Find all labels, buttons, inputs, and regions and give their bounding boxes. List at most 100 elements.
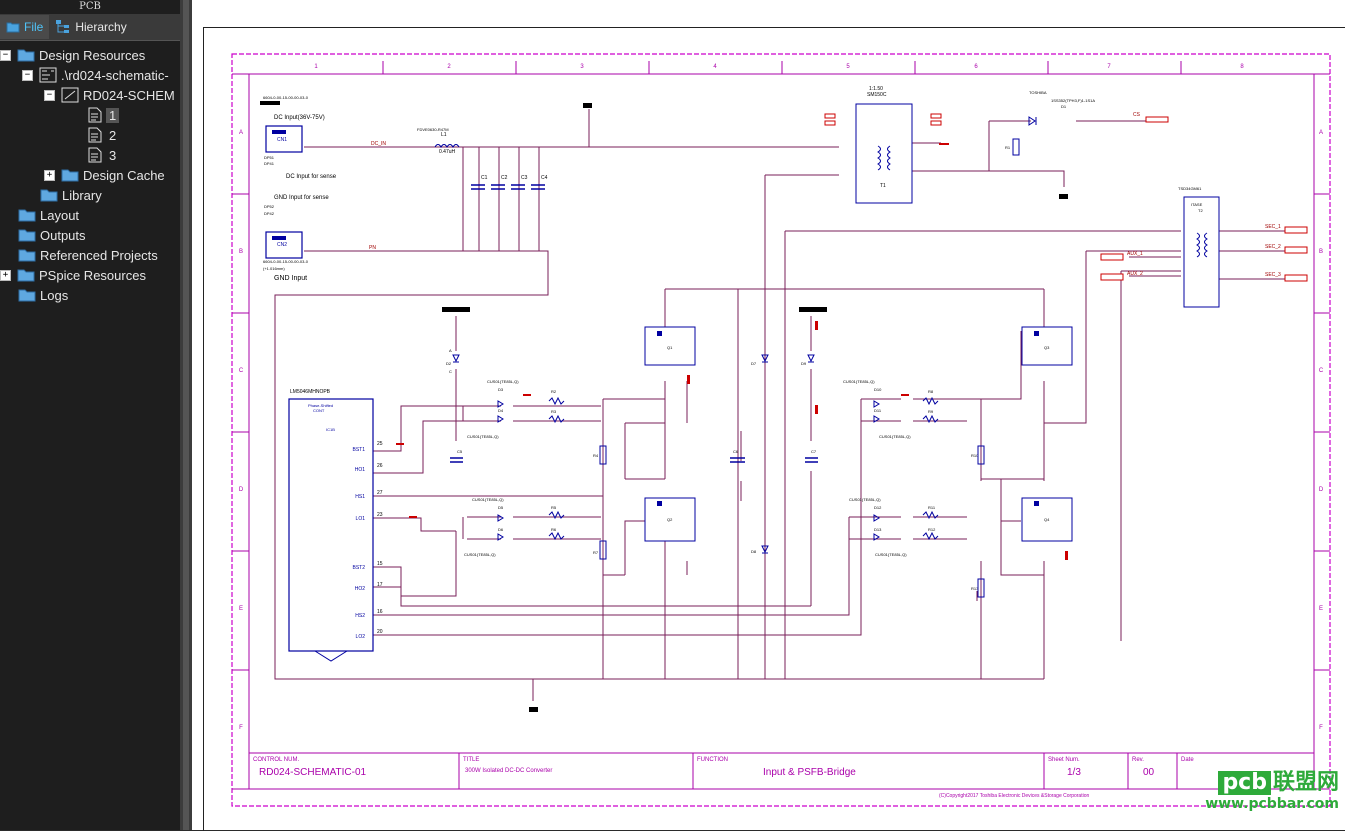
folder-icon <box>18 229 36 242</box>
ic-lm5046: LM5046MHNOPB Phase-Shifted CONT IC1B <box>288 389 374 662</box>
c7-label: C7 <box>811 449 817 454</box>
collapse-icon[interactable]: − <box>22 69 33 81</box>
r6-label: R6 <box>551 527 557 532</box>
sheet-num-value: 1/3 <box>1067 767 1081 778</box>
power-flag-top <box>583 103 592 108</box>
copyright: (C)Copyright2017 Toshiba Electronic Devi… <box>939 793 1089 799</box>
cus-label: CUS01(TE85L,Q) <box>467 434 499 439</box>
sheet-border-inner <box>248 73 1315 790</box>
t1-ratio: 1:1.50 <box>869 86 883 92</box>
gate-diodes <box>497 400 880 541</box>
red-pin-marks <box>396 143 1068 560</box>
expand-icon[interactable]: + <box>0 269 11 281</box>
r12-label: R12 <box>928 527 936 532</box>
c2-label: C2 <box>501 175 508 181</box>
aux2-net: AUX_2 <box>1127 271 1143 277</box>
wires <box>274 109 1301 701</box>
sec3-net: SEC_3 <box>1265 272 1281 278</box>
folder-icon <box>17 269 35 282</box>
row-label: B <box>239 249 243 255</box>
row-label: E <box>1319 606 1323 612</box>
tree-item-label: Outputs <box>40 227 86 243</box>
tree-item-schematic-file[interactable]: − .\rd024-schematic- <box>22 65 169 85</box>
collapse-icon[interactable]: − <box>0 49 11 61</box>
watermark-logo: pcb <box>1218 771 1271 795</box>
tree-item-pspice-resources[interactable]: + PSpice Resources <box>0 265 146 285</box>
dp1b-label: DP41 <box>264 161 275 166</box>
l1-value: 0.47uH <box>439 149 456 155</box>
d5-label: D5 <box>498 505 504 510</box>
mosfets <box>644 326 1073 542</box>
tree-item-label: Library <box>62 187 102 203</box>
page-icon <box>88 147 102 163</box>
c5-label: C5 <box>457 449 463 454</box>
d1-label: D1 <box>1061 104 1067 109</box>
folder-icon <box>6 22 20 33</box>
pulldown-resistors <box>599 445 985 598</box>
panel-scrollbar[interactable] <box>183 0 189 830</box>
r1-label: R1 <box>1005 145 1011 150</box>
collapse-icon[interactable]: − <box>44 89 55 101</box>
ic-pinnum: 25 <box>377 441 383 447</box>
t2-label: T2 <box>1198 208 1203 213</box>
control-num: RD024-SCHEMATIC-01 <box>259 767 366 778</box>
tab-hierarchy[interactable]: Hierarchy <box>49 15 132 39</box>
tab-file[interactable]: File <box>0 15 50 39</box>
c1-label: C1 <box>481 175 488 181</box>
ic-pin-ho1: HO1 <box>355 467 366 473</box>
hierarchy-icon <box>56 20 70 33</box>
row-label: A <box>239 130 243 136</box>
tree-item-layout[interactable]: Layout <box>18 205 79 225</box>
aux1-net: AUX_1 <box>1127 251 1143 257</box>
row-label: B <box>1319 249 1323 255</box>
q3-label: Q3 <box>1044 345 1050 350</box>
r13-label: R13 <box>971 586 979 591</box>
panel-splitter[interactable] <box>180 0 192 830</box>
tree-item-schematic-folder[interactable]: − RD024-SCHEM <box>44 85 175 105</box>
tab-hierarchy-label: Hierarchy <box>75 20 127 34</box>
diode-d1 <box>1028 116 1037 126</box>
r3-label: R3 <box>551 409 557 414</box>
d7-label: D7 <box>751 361 757 366</box>
tree-item-page-2[interactable]: 2 <box>88 125 119 145</box>
row-label: C <box>1319 368 1324 374</box>
power-flag-left <box>442 307 470 312</box>
r11-label: R11 <box>928 505 936 510</box>
title-block <box>249 752 1314 789</box>
cs-port <box>1145 116 1169 123</box>
folder-icon <box>17 49 35 62</box>
cus-label: CUS01(TE85L,Q) <box>464 552 496 557</box>
cn2-label: CN2 <box>277 242 287 248</box>
ic-pin-lo1: LO1 <box>356 516 366 522</box>
input-capacitors <box>471 184 545 190</box>
tree-item-design-resources[interactable]: − Design Resources <box>0 45 145 65</box>
tree-item-library[interactable]: Library <box>40 185 102 205</box>
tree-item-page-3[interactable]: 3 <box>88 145 119 165</box>
tree-item-page-1[interactable]: 1 <box>88 105 120 125</box>
gnd-flag-bottom <box>529 707 538 712</box>
expand-icon[interactable]: + <box>44 169 55 181</box>
gnd-sense-label: GND Input for sense <box>274 195 329 201</box>
row-label: D <box>1319 487 1324 493</box>
t1-pin-pads <box>824 113 942 126</box>
schematic-canvas[interactable]: 1 2 3 4 5 6 7 8 A B C D E F A B C D E F <box>192 0 1345 831</box>
tree-item-design-cache[interactable]: + Design Cache <box>44 165 165 185</box>
row-label: D <box>239 487 244 493</box>
cus-label: CUS01(TE85L,Q) <box>879 434 911 439</box>
rev-value: 00 <box>1143 767 1155 778</box>
project-manager-panel: PCB File Hierarchy − Design Resources − … <box>0 0 180 830</box>
q1-label: Q1 <box>667 345 673 350</box>
cn-part-label: 6604-0-00-15-00-00-03-0 <box>263 259 309 264</box>
c6-label: C6 <box>733 449 739 454</box>
tree-item-referenced-projects[interactable]: Referenced Projects <box>18 245 158 265</box>
t2-top: ITASE <box>1191 202 1203 207</box>
function-label: FUNCTION <box>697 757 728 763</box>
col-label: 2 <box>447 64 451 70</box>
col-label: 5 <box>846 64 850 70</box>
ic-pinnum: 27 <box>377 490 383 496</box>
column-ticks <box>382 61 1182 74</box>
tree-item-logs[interactable]: Logs <box>18 285 68 305</box>
dc-sense-label: DC Input for sense <box>286 174 337 180</box>
tree-item-outputs[interactable]: Outputs <box>18 225 86 245</box>
panel-title: PCB <box>79 1 101 12</box>
